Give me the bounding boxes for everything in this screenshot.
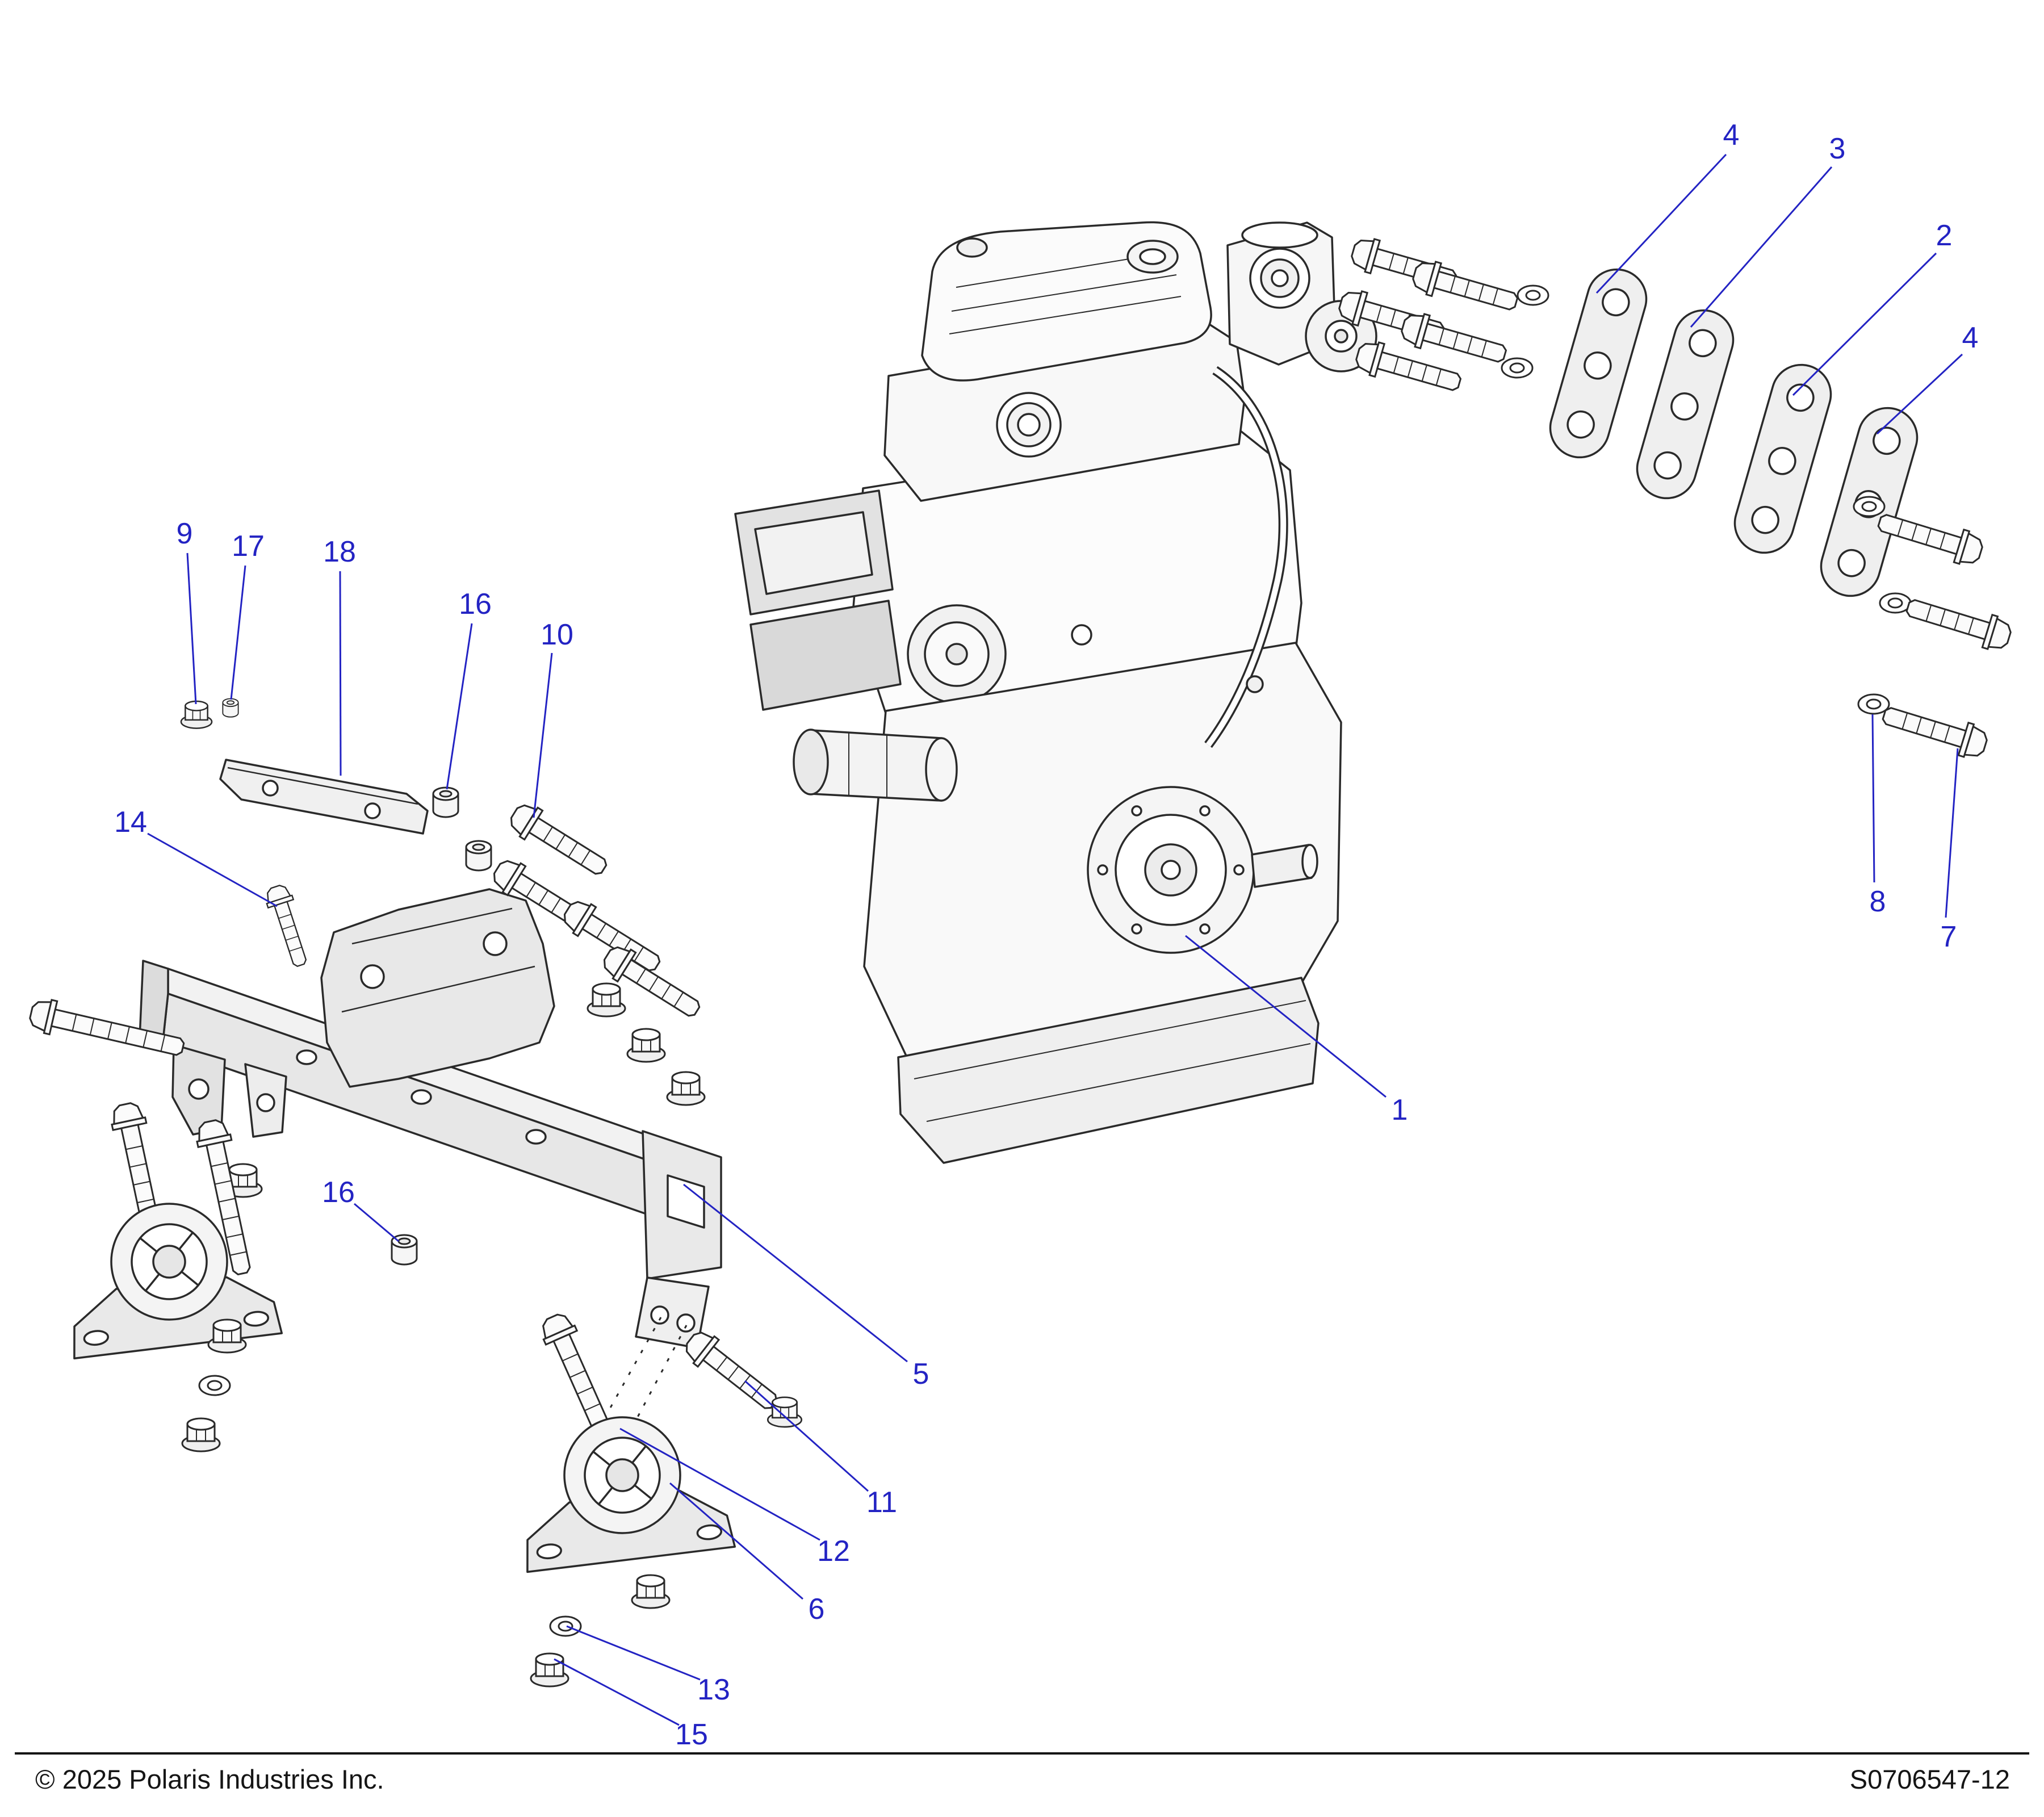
leader-line-3 bbox=[1690, 166, 1833, 328]
leader-line-6 bbox=[669, 1482, 803, 1600]
leader-line-4 bbox=[1595, 153, 1727, 294]
engine-illustration bbox=[734, 221, 1377, 1164]
copyright-text: © 2025 Polaris Industries Inc. bbox=[35, 1764, 384, 1794]
leader-line-14 bbox=[147, 832, 278, 907]
mounting-plates bbox=[1542, 261, 1925, 604]
leader-line-9 bbox=[186, 552, 197, 705]
front-mount-bracket bbox=[139, 888, 722, 1349]
part-number: S0706547-12 bbox=[1849, 1764, 2010, 1794]
leader-line-8 bbox=[1871, 714, 1875, 883]
leader-line-7 bbox=[1945, 748, 1959, 918]
footer-divider bbox=[15, 1752, 2029, 1755]
bottom-engine-mount bbox=[511, 1309, 803, 1688]
leader-line-1 bbox=[1185, 935, 1387, 1098]
leader-line-16 bbox=[354, 1203, 399, 1242]
leader-line-17 bbox=[230, 565, 246, 700]
leader-line-13 bbox=[566, 1625, 701, 1681]
left-engine-mount bbox=[58, 1100, 283, 1452]
leader-line-10 bbox=[533, 652, 553, 818]
leader-line-12 bbox=[619, 1427, 820, 1541]
leader-line-4 bbox=[1876, 353, 1963, 435]
plate-bolts-left bbox=[1335, 233, 1549, 401]
leader-line-5 bbox=[683, 1183, 908, 1363]
leader-line-18 bbox=[339, 571, 342, 776]
leader-lines bbox=[147, 153, 1963, 1726]
leader-line-2 bbox=[1792, 252, 1937, 396]
leader-line-11 bbox=[744, 1380, 869, 1492]
upper-bracket-plate bbox=[219, 759, 429, 835]
leader-line-16 bbox=[446, 623, 473, 790]
leader-line-15 bbox=[554, 1658, 680, 1726]
